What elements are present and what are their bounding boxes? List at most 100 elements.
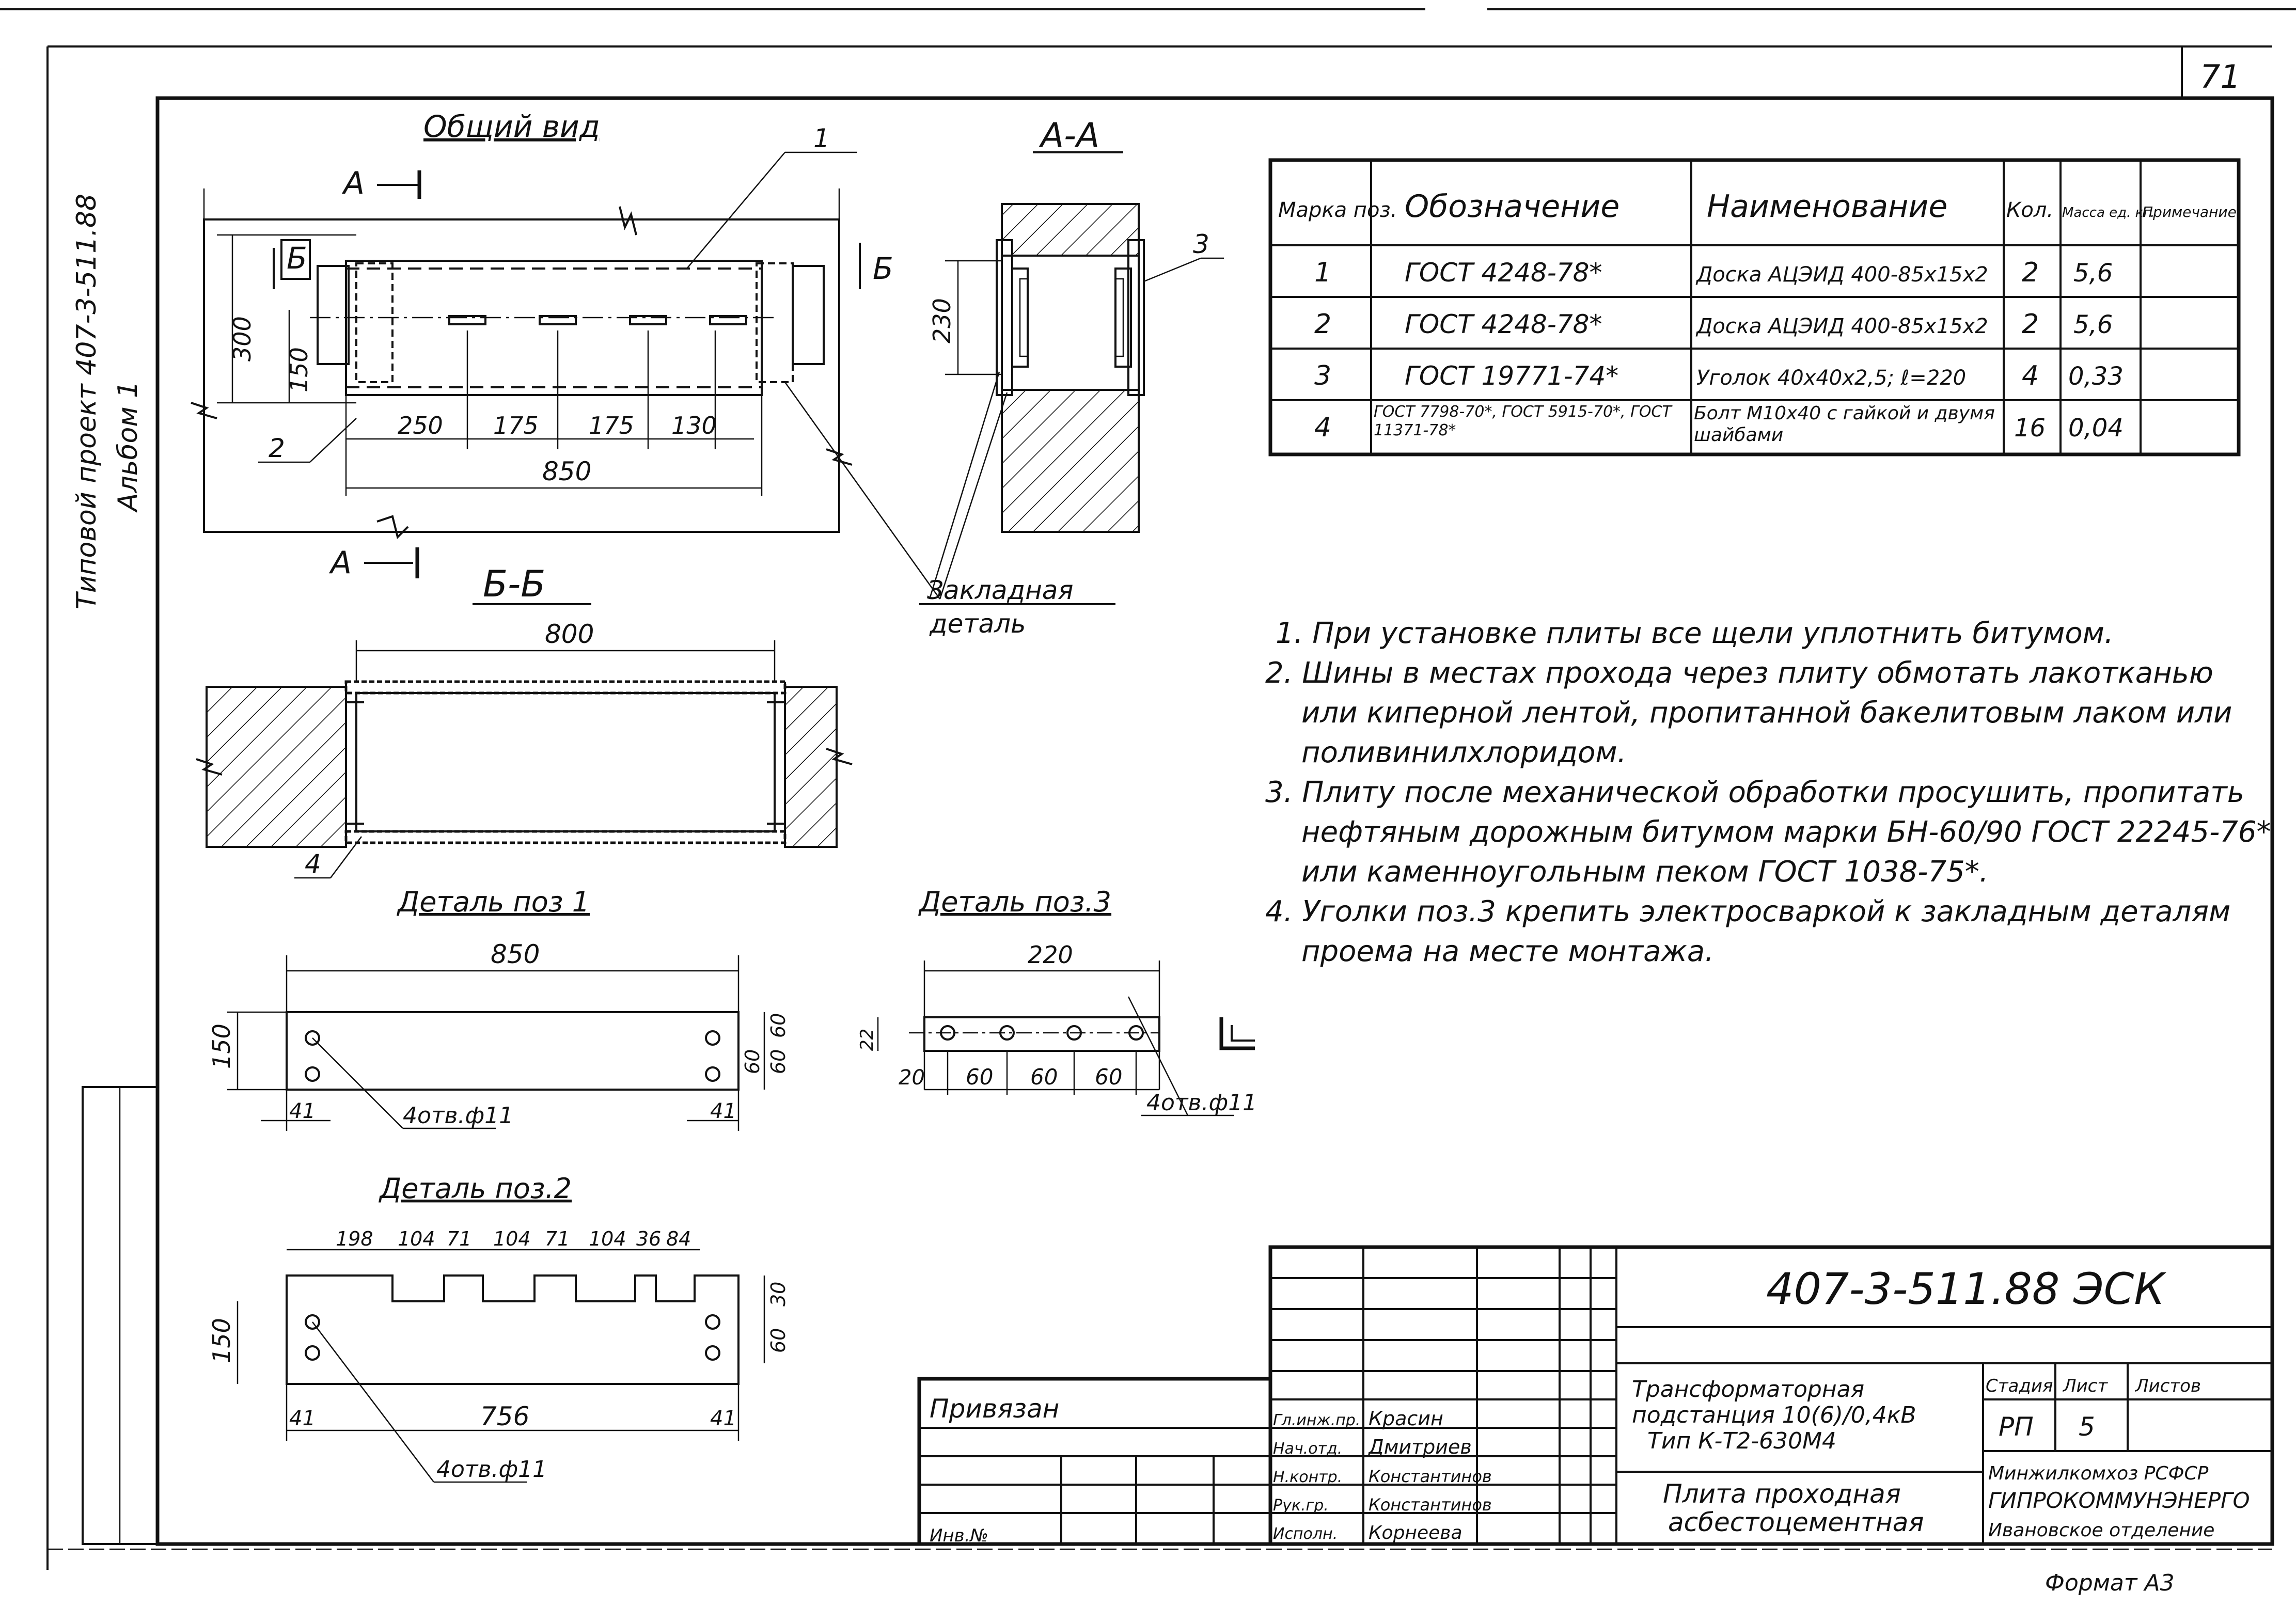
bus-slot-2 <box>539 315 577 325</box>
inv-label: Инв.№ <box>930 1525 988 1546</box>
staff-name-3: Константинов <box>1369 1467 1492 1486</box>
detail3-dim-22: 22 <box>857 1029 877 1051</box>
detail1-title: Деталь поз 1 <box>397 886 590 918</box>
note-line-9: проема на месте монтажа. <box>1301 935 1714 968</box>
staff-role-4: Рук.гр. <box>1273 1497 1329 1515</box>
spec-row1-pos: 1 <box>1314 257 1331 288</box>
tied-label: Привязан <box>930 1394 1059 1424</box>
side-title-line1: Типовой проект 407-3-511.88 <box>71 194 102 609</box>
section-aa-plate-right <box>1127 239 1145 396</box>
spec-row4-doc: ГОСТ 7798-70*, ГОСТ 5915-70*, ГОСТ 11371… <box>1374 403 1672 439</box>
detail1-dim-850: 850 <box>491 939 540 969</box>
callout-3: 3 <box>1193 229 1209 259</box>
detail1-dim-41b: 41 <box>710 1099 736 1123</box>
dim-150: 150 <box>285 347 313 392</box>
spec-row4-pos: 4 <box>1314 412 1331 443</box>
detail2-chain-2: 104 <box>398 1227 435 1250</box>
spec-row3-pos: 3 <box>1314 360 1331 391</box>
spec-row3-mass: 0,33 <box>2068 362 2124 391</box>
title-block-code: 407-3-511.88 ЭСК <box>1766 1264 2166 1314</box>
spec-table: Марка поз. Обозначение Наименование Кол.… <box>1268 158 2241 456</box>
project-line-1: Трансформаторная <box>1632 1376 1864 1403</box>
org-line-3: Ивановское отделение <box>1988 1520 2214 1541</box>
staff-role-3: Н.контр. <box>1273 1468 1342 1486</box>
spec-row3-doc: ГОСТ 19771-74* <box>1405 361 1618 391</box>
spec-row3-name: Уголок 40х40х2,5; ℓ=220 <box>1696 366 1966 390</box>
dim-130: 130 <box>671 412 717 439</box>
staff-name-4: Константинов <box>1369 1495 1492 1515</box>
section-bb-wall-right <box>784 686 838 848</box>
staff-name-2: Дмитриев <box>1367 1436 1472 1458</box>
detail2-hole-4 <box>705 1345 720 1361</box>
detail1-hole-3 <box>705 1030 720 1046</box>
detail2-chain-7: 36 <box>636 1227 661 1250</box>
note-line-2: 2. Шины в местах прохода через плиту обм… <box>1265 656 2213 690</box>
detail3-hole-4 <box>1128 1025 1144 1041</box>
sheets-label: Листов <box>2134 1376 2201 1396</box>
note-line-4: поливинилхлоридом. <box>1301 736 1626 769</box>
spec-row4-mass: 0,04 <box>2068 414 2124 443</box>
staff-name-1: Красин <box>1369 1407 1443 1430</box>
bus-slot-1 <box>448 315 486 325</box>
note-line-6: нефтяным дорожным битумом марки БН-60/90… <box>1301 815 2271 849</box>
detail1-dim-60c: 60 <box>767 1049 790 1074</box>
embedded-part-label-2: деталь <box>929 609 1026 639</box>
detail2-title: Деталь поз.2 <box>379 1172 572 1205</box>
detail2-chain-5: 71 <box>545 1227 570 1250</box>
note-line-1: 1. При установке плиты все щели уплотнит… <box>1276 617 2114 650</box>
detail1-dim-150: 150 <box>208 1024 235 1069</box>
spec-header-qty: Кол. <box>2006 198 2053 222</box>
spec-row1-qty: 2 <box>2022 257 2039 288</box>
spec-row1-doc: ГОСТ 4248-78* <box>1405 258 1602 288</box>
sheet-number: 71 <box>2200 58 2241 96</box>
detail3-dim-20: 20 <box>899 1066 925 1090</box>
detail3-hole-2 <box>999 1025 1015 1041</box>
detail2-dim-30: 30 <box>767 1282 790 1306</box>
title-block: 407-3-511.88 ЭСК Привязан Инв.№ Гл.инж.п… <box>917 1245 2274 1546</box>
detail1-hole-4 <box>705 1066 720 1082</box>
drawing-line-1: Плита проходная <box>1663 1479 1901 1509</box>
spec-header-name: Наименование <box>1707 188 1947 225</box>
sheet-value: 5 <box>2079 1412 2095 1442</box>
section-aa-title: А-А <box>1039 116 1099 155</box>
spec-row1-name: Доска АЦЭИД 400-85х15х2 <box>1695 263 1988 287</box>
notes-block: 1. При установке плиты все щели уплотнит… <box>1265 617 2271 968</box>
detail2-chain-1: 198 <box>336 1227 373 1250</box>
detail3-dim-220: 220 <box>1028 941 1073 969</box>
note-line-7: или каменноугольным пеком ГОСТ 1038-75*. <box>1301 855 1989 889</box>
spec-row2-mass: 5,6 <box>2073 310 2113 339</box>
callout-2: 2 <box>269 433 285 463</box>
left-board-pos2 <box>355 262 394 383</box>
drawing-line-2: асбестоцементная <box>1668 1507 1924 1537</box>
cut-b-left: Б <box>287 241 307 276</box>
detail2-chain-6: 104 <box>589 1227 626 1250</box>
cut-a-bottom: А <box>328 545 352 581</box>
dim-250: 250 <box>398 412 443 439</box>
section-bb-wall-left <box>206 686 347 848</box>
spec-row3-qty: 4 <box>2022 360 2039 391</box>
detail1-dim-60a: 60 <box>767 1013 790 1038</box>
detail3-holes: 4отв.ф11 <box>1146 1090 1257 1116</box>
spec-row4-name: Болт М10х40 с гайкой и двумя шайбами <box>1694 403 1995 446</box>
cut-b-right: Б <box>873 251 893 286</box>
detail2-hole-2 <box>305 1345 320 1361</box>
dim-230: 230 <box>928 298 956 343</box>
sheet-label: Лист <box>2062 1376 2108 1396</box>
detail3-dim-60a: 60 <box>966 1064 993 1090</box>
dim-175a: 175 <box>493 412 539 439</box>
detail1-dim-60b: 60 <box>741 1049 764 1074</box>
staff-role-2: Нач.отд. <box>1273 1440 1342 1458</box>
staff-name-5: Корнеева <box>1369 1522 1462 1544</box>
detail3-hole-1 <box>940 1025 955 1041</box>
section-bb-plate-bottom <box>344 830 787 844</box>
org-line-1: Минжилкомхоз РСФСР <box>1988 1463 2209 1484</box>
spec-header-designation: Обозначение <box>1405 188 1619 225</box>
spec-header-note: Примечание <box>2142 203 2237 221</box>
note-line-3: или киперной лентой, пропитанной бакелит… <box>1301 696 2232 730</box>
detail1-dim-41a: 41 <box>289 1099 316 1123</box>
detail2-dim-756: 756 <box>480 1402 529 1431</box>
spec-row4-qty: 16 <box>2014 414 2046 443</box>
detail2-chain-3: 71 <box>447 1227 471 1250</box>
detail2-dim-60: 60 <box>767 1328 790 1353</box>
staff-role-1: Гл.инж.пр. <box>1273 1411 1360 1429</box>
